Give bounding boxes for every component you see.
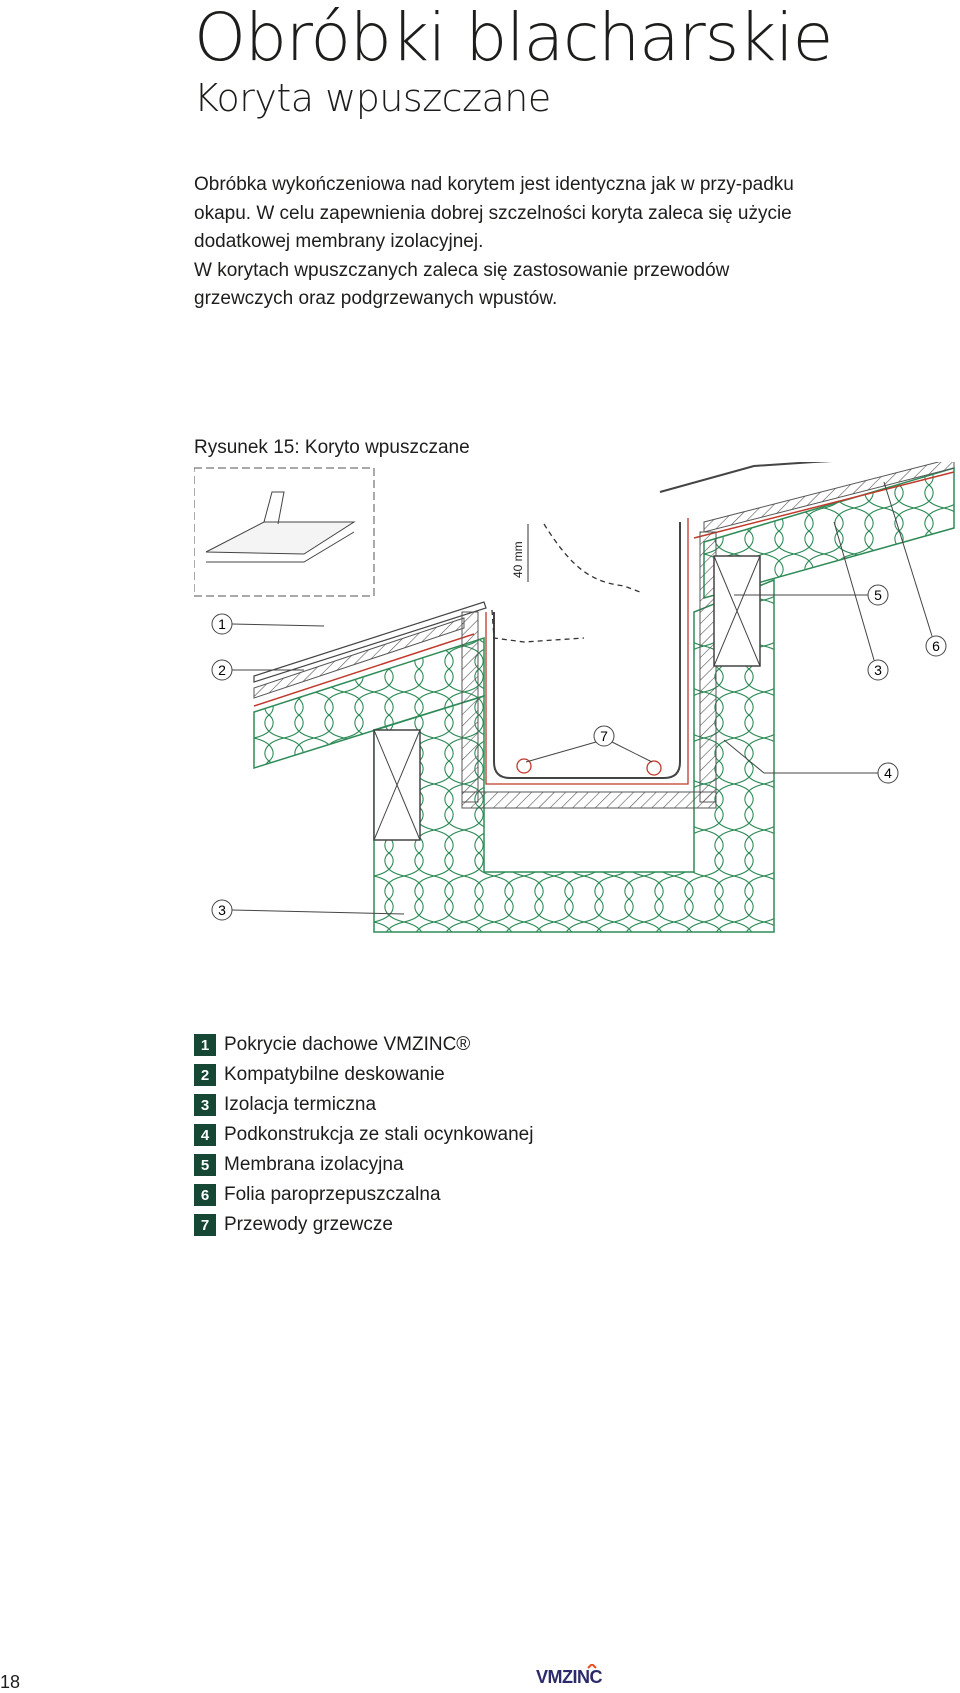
logo-accent [587,1664,597,1669]
svg-text:1: 1 [218,616,226,632]
legend-item: 7 Przewody grzewcze [194,1210,533,1240]
legend-text: Kompatybilne deskowanie [224,1064,445,1085]
legend-text: Przewody grzewcze [224,1214,393,1235]
roof-covering-right [659,462,833,493]
roof-membrane-left [253,633,475,707]
legend-item: 4 Podkonstrukcja ze stali ocynkowanej [194,1120,533,1150]
steel-bracket-right [713,555,761,667]
callout-6: 6 [883,481,947,657]
callout-4: 4 [723,739,899,784]
legend-list: 1 Pokrycie dachowe VMZINC® 2 Kompatybilne … [194,1030,533,1240]
legend-text: Membrana izolacyjna [224,1154,404,1175]
svg-text:4: 4 [884,765,892,781]
legend-number: 5 [194,1154,216,1176]
thermal-insulation-bottom [373,578,775,933]
dimension-label: 40 mm [511,541,525,578]
paragraph-1: Obróbka wykończeniowa nad korytem jest i… [194,174,794,253]
gutter-support-left [461,611,479,803]
legend-text: Podkonstrukcja ze stali ocynkowanej [224,1124,534,1145]
svg-text:3: 3 [874,662,882,678]
callout-7: 7 [525,725,653,763]
heating-cable-left [516,758,532,774]
svg-text:2: 2 [218,662,226,678]
legend-item: 6 Folia paroprzepuszczalna [194,1180,533,1210]
overflow-line [491,609,585,643]
roof-insulation-left [253,636,485,770]
legend-text: Pokrycie dachowe VMZINC® [224,1034,471,1055]
gutter-shell [493,522,681,779]
detail-inset [194,467,375,597]
steel-bracket-left [373,729,421,841]
roof-covering-left [253,601,487,683]
roof-deck-right [703,462,955,533]
legend-number: 6 [194,1184,216,1206]
callout-2: 2 [211,659,304,681]
page-title: Obróbki blacharskie [194,0,833,76]
svg-text:3: 3 [218,902,226,918]
vmzinc-logo: VMZINC [536,1664,603,1687]
paragraph-2: W korytach wpuszczanych zaleca się zasto… [194,259,730,310]
svg-text:5: 5 [874,587,882,603]
gutter-membrane [485,518,689,785]
page-subtitle: Koryta wpuszczane [194,76,551,120]
heating-cable-right [646,760,662,776]
legend-item: 1 Pokrycie dachowe VMZINC® [194,1030,533,1060]
legend-item: 2 Kompatybilne deskowanie [194,1060,533,1090]
callout-3-right: 3 [833,521,889,681]
legend-number: 1 [194,1034,216,1056]
callout-5: 5 [734,584,889,606]
callout-1: 1 [211,613,325,635]
gutter-section-diagram: 40 mm 1 2 3 5 6 3 7 [194,462,955,933]
legend-number: 7 [194,1214,216,1236]
svg-text:6: 6 [932,638,940,654]
page-number: 18 [0,1672,21,1692]
legend-item: 3 Izolacja termiczna [194,1090,533,1120]
legend-item: 5 Membrana izolacyjna [194,1150,533,1180]
roof-membrane-right [693,471,955,539]
figure-caption: Rysunek 15: Koryto wpuszczane [194,437,470,458]
legend-number: 2 [194,1064,216,1086]
overflow-line-2 [543,523,641,593]
logo-text: VMZINC [536,1667,602,1687]
legend-text: Folia paroprzepuszczalna [224,1184,441,1205]
svg-text:7: 7 [600,728,608,744]
callout-3-left: 3 [211,899,405,921]
legend-text: Izolacja termiczna [224,1094,377,1115]
gutter-support-bottom [461,791,717,809]
body-text: Obróbka wykończeniowa nad korytem jest i… [194,171,794,314]
legend-number: 4 [194,1124,216,1146]
legend-number: 3 [194,1094,216,1116]
